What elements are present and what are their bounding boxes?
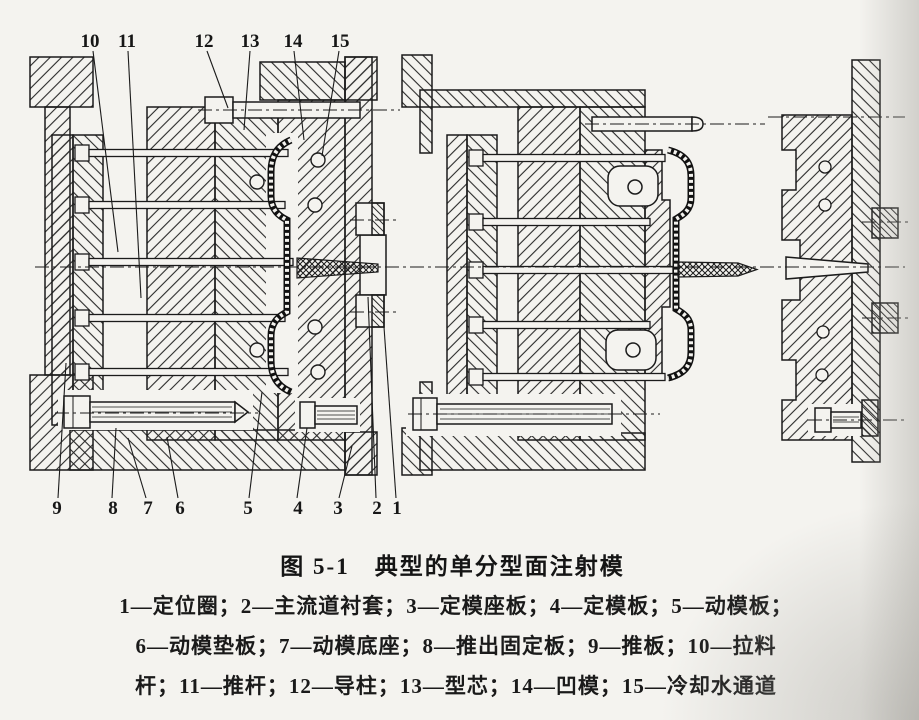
seat-bolt bbox=[808, 399, 879, 437]
ejector-plate bbox=[446, 134, 468, 426]
clamp-bolt bbox=[58, 390, 253, 430]
figure-caption-line-3: 杆；11—推杆；12—导柱；13—型芯；14—凹模；15—冷却水通道 bbox=[135, 674, 777, 698]
callout-5: 5 bbox=[243, 498, 253, 519]
callout-4: 4 bbox=[293, 498, 303, 519]
ejector-pins bbox=[74, 144, 294, 381]
figure-title: 图 5-1 典型的单分型面注射模 bbox=[280, 554, 625, 579]
callout-6: 6 bbox=[175, 498, 185, 519]
callout-14: 14 bbox=[284, 31, 304, 52]
callout-13: 13 bbox=[241, 31, 260, 52]
cooling-channels bbox=[249, 152, 326, 380]
figure-caption: 1—定位圈；2—主流道衬套；3—定模座板；4—定模板；5—动模板； 6—动模垫板… bbox=[0, 586, 912, 706]
callout-15: 15 bbox=[331, 31, 350, 52]
view-fixed-half bbox=[781, 59, 899, 463]
molded-part-on-core bbox=[667, 146, 759, 382]
centerlines bbox=[35, 109, 908, 421]
callout-12: 12 bbox=[195, 31, 214, 52]
locating-ring-block bbox=[871, 207, 899, 239]
callout-11: 11 bbox=[118, 31, 136, 52]
clamp-bolt bbox=[406, 394, 621, 436]
locating-ring bbox=[355, 202, 385, 328]
figure-caption-line-1: 1—定位圈；2—主流道衬套；3—定模座板；4—定模板；5—动模板； bbox=[119, 594, 793, 618]
leader-lines bbox=[57, 50, 397, 499]
ejector-pins bbox=[468, 149, 674, 386]
view-moving-half-open bbox=[401, 54, 759, 476]
view-closed-mold bbox=[29, 56, 387, 476]
injection-mold-diagram: 10 11 12 13 14 15 9 8 7 6 5 4 3 2 1 bbox=[29, 31, 908, 519]
callout-10: 10 bbox=[81, 31, 100, 52]
callout-2: 2 bbox=[372, 498, 382, 519]
sprue-tail bbox=[677, 261, 759, 278]
sprue-section bbox=[296, 257, 379, 279]
clamp-block-top bbox=[401, 54, 433, 154]
ejector-plate bbox=[51, 134, 74, 426]
callout-1: 1 bbox=[392, 498, 402, 519]
support-plate bbox=[146, 106, 216, 441]
seat-bolt bbox=[295, 398, 360, 432]
cavity-plate bbox=[781, 114, 853, 441]
callout-3: 3 bbox=[333, 498, 343, 519]
callout-7: 7 bbox=[143, 498, 153, 519]
callout-9: 9 bbox=[52, 498, 62, 519]
figure-caption-line-2: 6—动模垫板；7—动模底座；8—推出固定板；9—推板；10—拉料 bbox=[135, 634, 777, 658]
ejector-retainer-plate bbox=[72, 134, 104, 426]
fixed-plate-overhang bbox=[259, 61, 346, 101]
molded-part-section bbox=[267, 136, 293, 396]
callout-8: 8 bbox=[108, 498, 118, 519]
sprue-channel bbox=[785, 256, 869, 280]
cooling-channels bbox=[815, 160, 832, 382]
